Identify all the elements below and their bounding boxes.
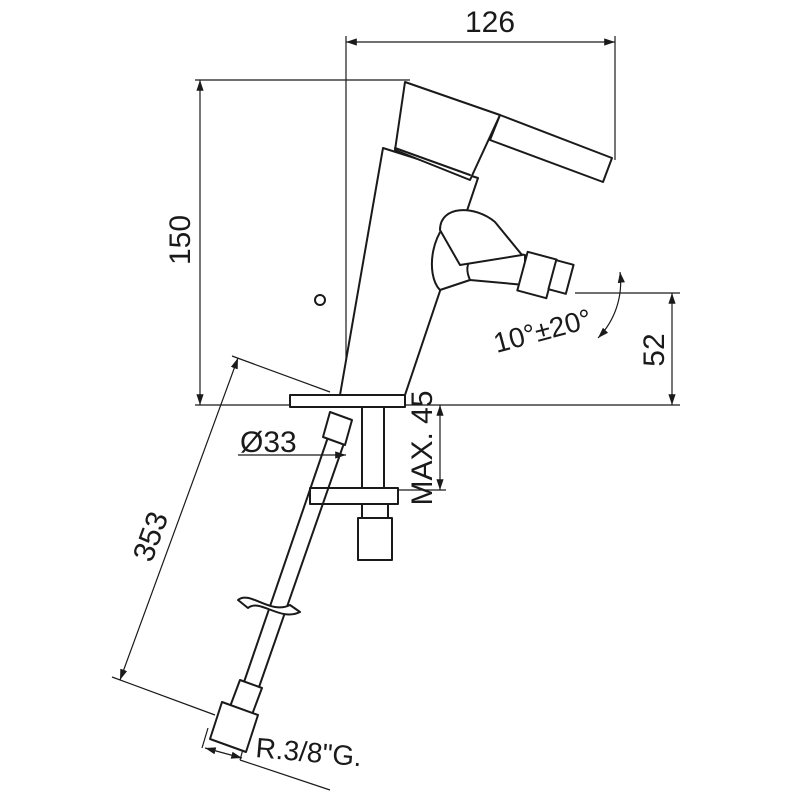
hose-length-label: 353 bbox=[127, 508, 175, 566]
spout-height-label: 52 bbox=[638, 333, 671, 366]
connection-label: R.3/8"G. bbox=[254, 732, 363, 772]
base-diameter-label: Ø33 bbox=[240, 426, 297, 459]
mounting-kit bbox=[309, 406, 399, 561]
height-label: 150 bbox=[164, 215, 197, 265]
faucet-body bbox=[289, 81, 613, 408]
dimension-lines bbox=[111, 36, 680, 791]
width-label: 126 bbox=[465, 6, 515, 39]
spout-angle-label: 10°±20° bbox=[490, 303, 595, 359]
flexible-hose bbox=[209, 411, 353, 753]
max-thickness-label: MAX. 45 bbox=[406, 390, 439, 505]
